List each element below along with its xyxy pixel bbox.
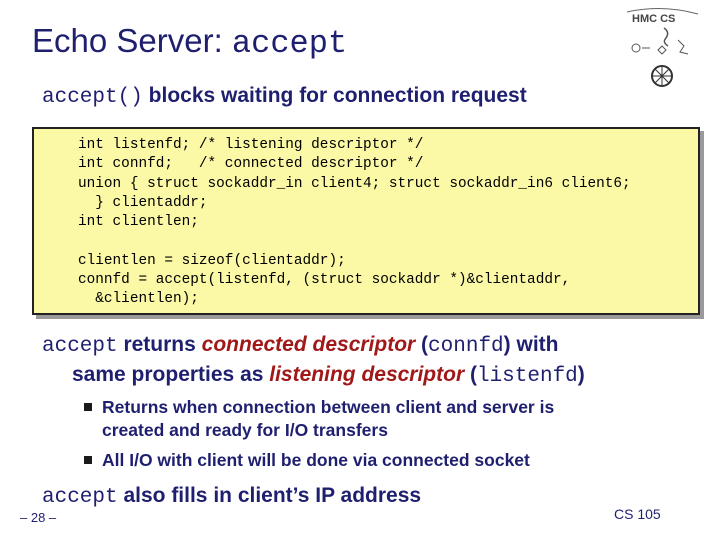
point-text: ( xyxy=(415,333,429,356)
accept-code: accept xyxy=(42,486,118,509)
point-accept-returns-cont: same properties as listening descriptor … xyxy=(72,363,585,388)
listening-descriptor-emphasis: listening descriptor xyxy=(269,363,465,386)
listenfd-code: listenfd xyxy=(476,365,578,388)
bullet-square-icon xyxy=(84,456,92,464)
code-line: int connfd; /* connected descriptor */ xyxy=(78,156,424,172)
code-line: } clientaddr; xyxy=(78,195,208,211)
logo-text: HMC CS xyxy=(632,13,675,25)
code-line: union { struct sockaddr_in client4; stru… xyxy=(78,176,631,192)
point-text: also fills in client’s IP address xyxy=(117,484,422,507)
connfd-code: connfd xyxy=(428,335,504,358)
point-text: ) xyxy=(577,363,585,386)
bullet-text: All I/O with client will be done via con… xyxy=(102,450,530,470)
point-text: ) with xyxy=(503,333,559,356)
title-code: accept xyxy=(231,25,348,62)
slide-title: Echo Server: accept xyxy=(32,22,347,62)
point-text: same properties as xyxy=(72,363,270,386)
bullet-text: created and ready for I/O transfers xyxy=(102,420,388,440)
subtitle: accept() blocks waiting for connection r… xyxy=(42,84,527,109)
code-line: &clientlen); xyxy=(78,291,199,307)
accept-code: accept xyxy=(42,335,118,358)
code-line: connfd = accept(listenfd, (struct sockad… xyxy=(78,272,571,288)
title-text: Echo Server: xyxy=(32,22,232,59)
point-text: returns xyxy=(117,333,202,356)
course-label: CS 105 xyxy=(614,506,661,522)
point-client-ip: accept also fills in client’s IP address xyxy=(42,484,421,509)
code-line: int listenfd; /* listening descriptor */ xyxy=(78,137,424,153)
subtitle-code: accept() xyxy=(42,86,143,109)
bullet-text: Returns when connection between client a… xyxy=(102,397,555,417)
point-accept-returns: accept returns connected descriptor (con… xyxy=(42,333,559,358)
connected-descriptor-emphasis: connected descriptor xyxy=(201,333,416,356)
subtitle-text: blocks waiting for connection request xyxy=(142,84,527,107)
point-text: ( xyxy=(464,363,477,386)
page-number: – 28 – xyxy=(20,510,57,525)
hmc-cs-logo-icon: HMC CS xyxy=(626,7,699,87)
code-line: int clientlen; xyxy=(78,214,199,230)
code-box: int listenfd; /* listening descriptor */… xyxy=(32,127,700,315)
bullet-square-icon xyxy=(84,403,92,411)
code-line: clientlen = sizeof(clientaddr); xyxy=(78,253,346,269)
